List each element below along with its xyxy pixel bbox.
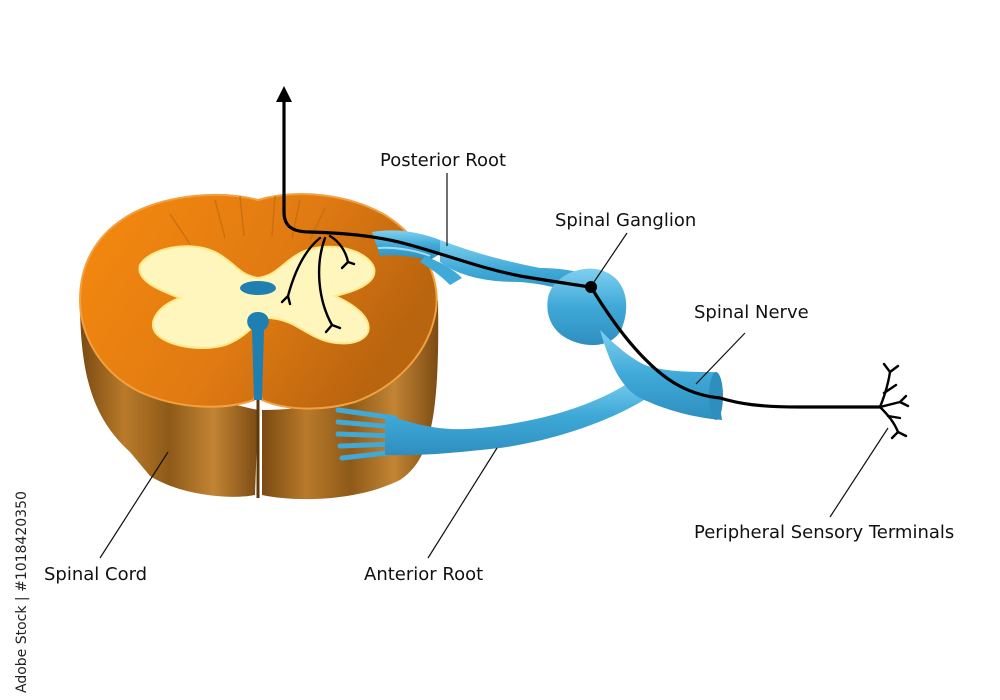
label-posterior-root: Posterior Root: [380, 150, 506, 171]
label-spinal-ganglion: Spinal Ganglion: [555, 210, 696, 231]
spinal-cord: [78, 193, 439, 500]
white-matter-striations: [169, 195, 326, 245]
label-spinal-nerve: Spinal Nerve: [694, 302, 809, 323]
dendrite-2: [317, 236, 334, 327]
stock-credit-text: Adobe Stock | #1018420350: [14, 491, 30, 693]
sensory-terminals: [878, 362, 910, 440]
sensory-neuron: [276, 86, 910, 440]
anterior-root: [385, 375, 665, 456]
spinal-ganglion: [547, 268, 627, 346]
leader-lines: [99, 173, 889, 559]
ascending-fiber: [282, 98, 412, 247]
dendrite-1: [286, 236, 322, 298]
label-anterior-root: Anterior Root: [364, 564, 483, 585]
label-spinal-cord: Spinal Cord: [44, 564, 147, 585]
dendrite-3: [328, 234, 350, 264]
leader-peripheral-terminals: [829, 427, 889, 518]
label-peripheral-sensory-terminals: Peripheral Sensory Terminals: [694, 522, 954, 543]
leader-spinal-ganglion: [593, 232, 628, 283]
peripheral-axon: [589, 285, 882, 409]
central-axon: [408, 243, 592, 289]
leader-spinal-nerve: [695, 332, 746, 385]
gray-matter: [138, 245, 376, 349]
leader-anterior-root: [427, 447, 498, 559]
leader-spinal-cord: [99, 451, 169, 559]
ascending-arrow-icon: [276, 86, 292, 102]
labels: Posterior Root Spinal Ganglion Spinal Ne…: [44, 150, 954, 585]
anterior-median-fissure: [247, 312, 269, 400]
stock-credit: Adobe Stock | #1018420350: [14, 455, 34, 695]
central-canal: [240, 281, 276, 295]
